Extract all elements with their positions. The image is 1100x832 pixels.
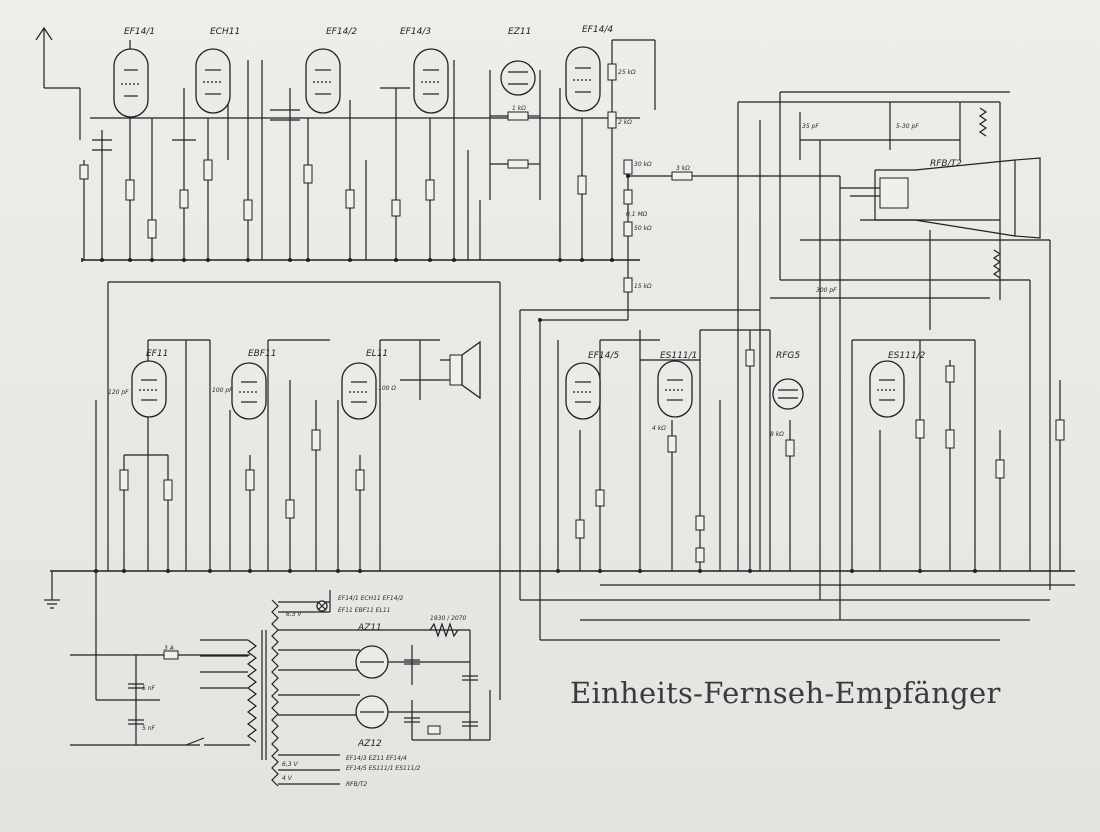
video-output-divider: [539, 159, 840, 640]
value-c6: 5 nF: [142, 685, 156, 692]
antenna-symbol: [35, 26, 81, 140]
tube-ef14-2-symbol: [305, 48, 341, 114]
tube-ez11-symbol: [500, 60, 536, 96]
tube-es111-2-symbol: [869, 360, 905, 418]
stage-ez11-detector: [479, 70, 541, 260]
heater-note-1: EF14/1 ECH11 EF14/2: [338, 595, 404, 602]
label-rfg5: RFG5: [776, 351, 800, 361]
value-c7: 5 nF: [142, 725, 156, 732]
tube-es111-1-symbol: [657, 360, 693, 418]
stage-ef14-3: [380, 60, 469, 260]
label-es111-2: ES111/2: [888, 351, 926, 361]
tube-ebf11-symbol: [231, 362, 267, 420]
stage-ef14-2: [270, 88, 367, 260]
value-r9: 4 kΩ: [652, 425, 666, 432]
heater-note-7: RFB/T2: [346, 781, 367, 788]
tube-rfg5-symbol: [772, 378, 804, 410]
schematic-title: Einheits-Fernseh-Empfänger: [570, 676, 1001, 710]
value-c4: 120 pF: [108, 389, 129, 396]
sweep-bus-wiring: [519, 309, 1075, 641]
tube-ef14-4-symbol: [565, 46, 601, 112]
value-c1: 35 pF: [802, 123, 819, 130]
stage-ech11: [172, 60, 263, 260]
value-r1: 30 kΩ: [634, 161, 652, 168]
tube-ef11-symbol: [131, 360, 167, 418]
label-ez11: EZ11: [508, 27, 531, 37]
label-ebf11: EBF11: [248, 349, 277, 359]
stage-rfg5: [745, 330, 795, 571]
stage-el11: [311, 339, 440, 571]
tube-ef14-5-symbol: [565, 362, 601, 420]
tube-ef14-3-symbol: [413, 48, 449, 114]
value-r4: 15 kΩ: [634, 283, 652, 290]
ground-symbol: [44, 571, 60, 609]
value-c3: 300 pF: [816, 287, 837, 294]
heater-note-4: 6,3 V: [286, 611, 302, 618]
tube-ech11-symbol: [195, 48, 231, 114]
label-rfb-t2: RFB/T2: [930, 159, 962, 169]
tube-ef14-1-symbol: [113, 48, 149, 118]
label-ef14-4: EF14/4: [582, 25, 613, 35]
label-ef14-3: EF14/3: [400, 27, 431, 37]
heater-note-6: EF14/5 ES111/1 ES111/2: [346, 765, 420, 772]
value-r11: 0,1 MΩ: [626, 211, 648, 218]
junction-dots: [94, 174, 977, 573]
value-r8: 100 Ω: [378, 385, 396, 392]
heater-note-2: EF11 EBF11 EL11: [338, 607, 390, 614]
ground-rail-upper: [81, 258, 640, 262]
loudspeaker-icon: [440, 340, 481, 400]
label-el11: EL11: [366, 349, 388, 359]
label-ef14-5: EF14/5: [588, 351, 619, 361]
value-c2: 5-30 pF: [896, 123, 919, 130]
label-az12: AZ12: [357, 739, 382, 749]
heater-note-8: 6,3 V: [282, 761, 298, 768]
value-r5: 25 kΩ: [618, 69, 636, 76]
label-az11: AZ11: [357, 623, 382, 633]
heater-note-5: EF14/3 EZ11 EF14/4: [346, 755, 407, 762]
stage-es111-2: [851, 339, 1065, 571]
label-es111-1: ES111/1: [660, 351, 697, 361]
deflection-wiring: [737, 91, 1051, 620]
stage-ef14-4: [559, 39, 656, 260]
label-ef11: EF11: [146, 349, 168, 359]
label-ef14-2: EF14/2: [326, 27, 357, 37]
value-f1: 3 A: [164, 645, 174, 652]
value-c5: 100 pF: [212, 387, 233, 394]
stage-es111-1: [639, 329, 770, 571]
crt-tube: [840, 157, 1041, 239]
tube-el11-symbol: [341, 362, 377, 420]
label-ef14-1: EF14/1: [124, 27, 155, 37]
power-supply: [70, 571, 491, 787]
heater-note-9: 4 V: [282, 775, 293, 782]
value-r2: 3 kΩ: [676, 165, 690, 172]
stage-ebf11: [209, 339, 330, 571]
label-ech11: ECH11: [210, 27, 240, 37]
stage-ef14-1: [79, 40, 157, 260]
value-r10: 8 kΩ: [770, 431, 784, 438]
value-r3: 50 kΩ: [634, 225, 652, 232]
value-r7: 1 kΩ: [512, 105, 526, 112]
value-r6: 2 kΩ: [618, 119, 632, 126]
heater-note-3: 1930 / 2070: [430, 615, 467, 622]
